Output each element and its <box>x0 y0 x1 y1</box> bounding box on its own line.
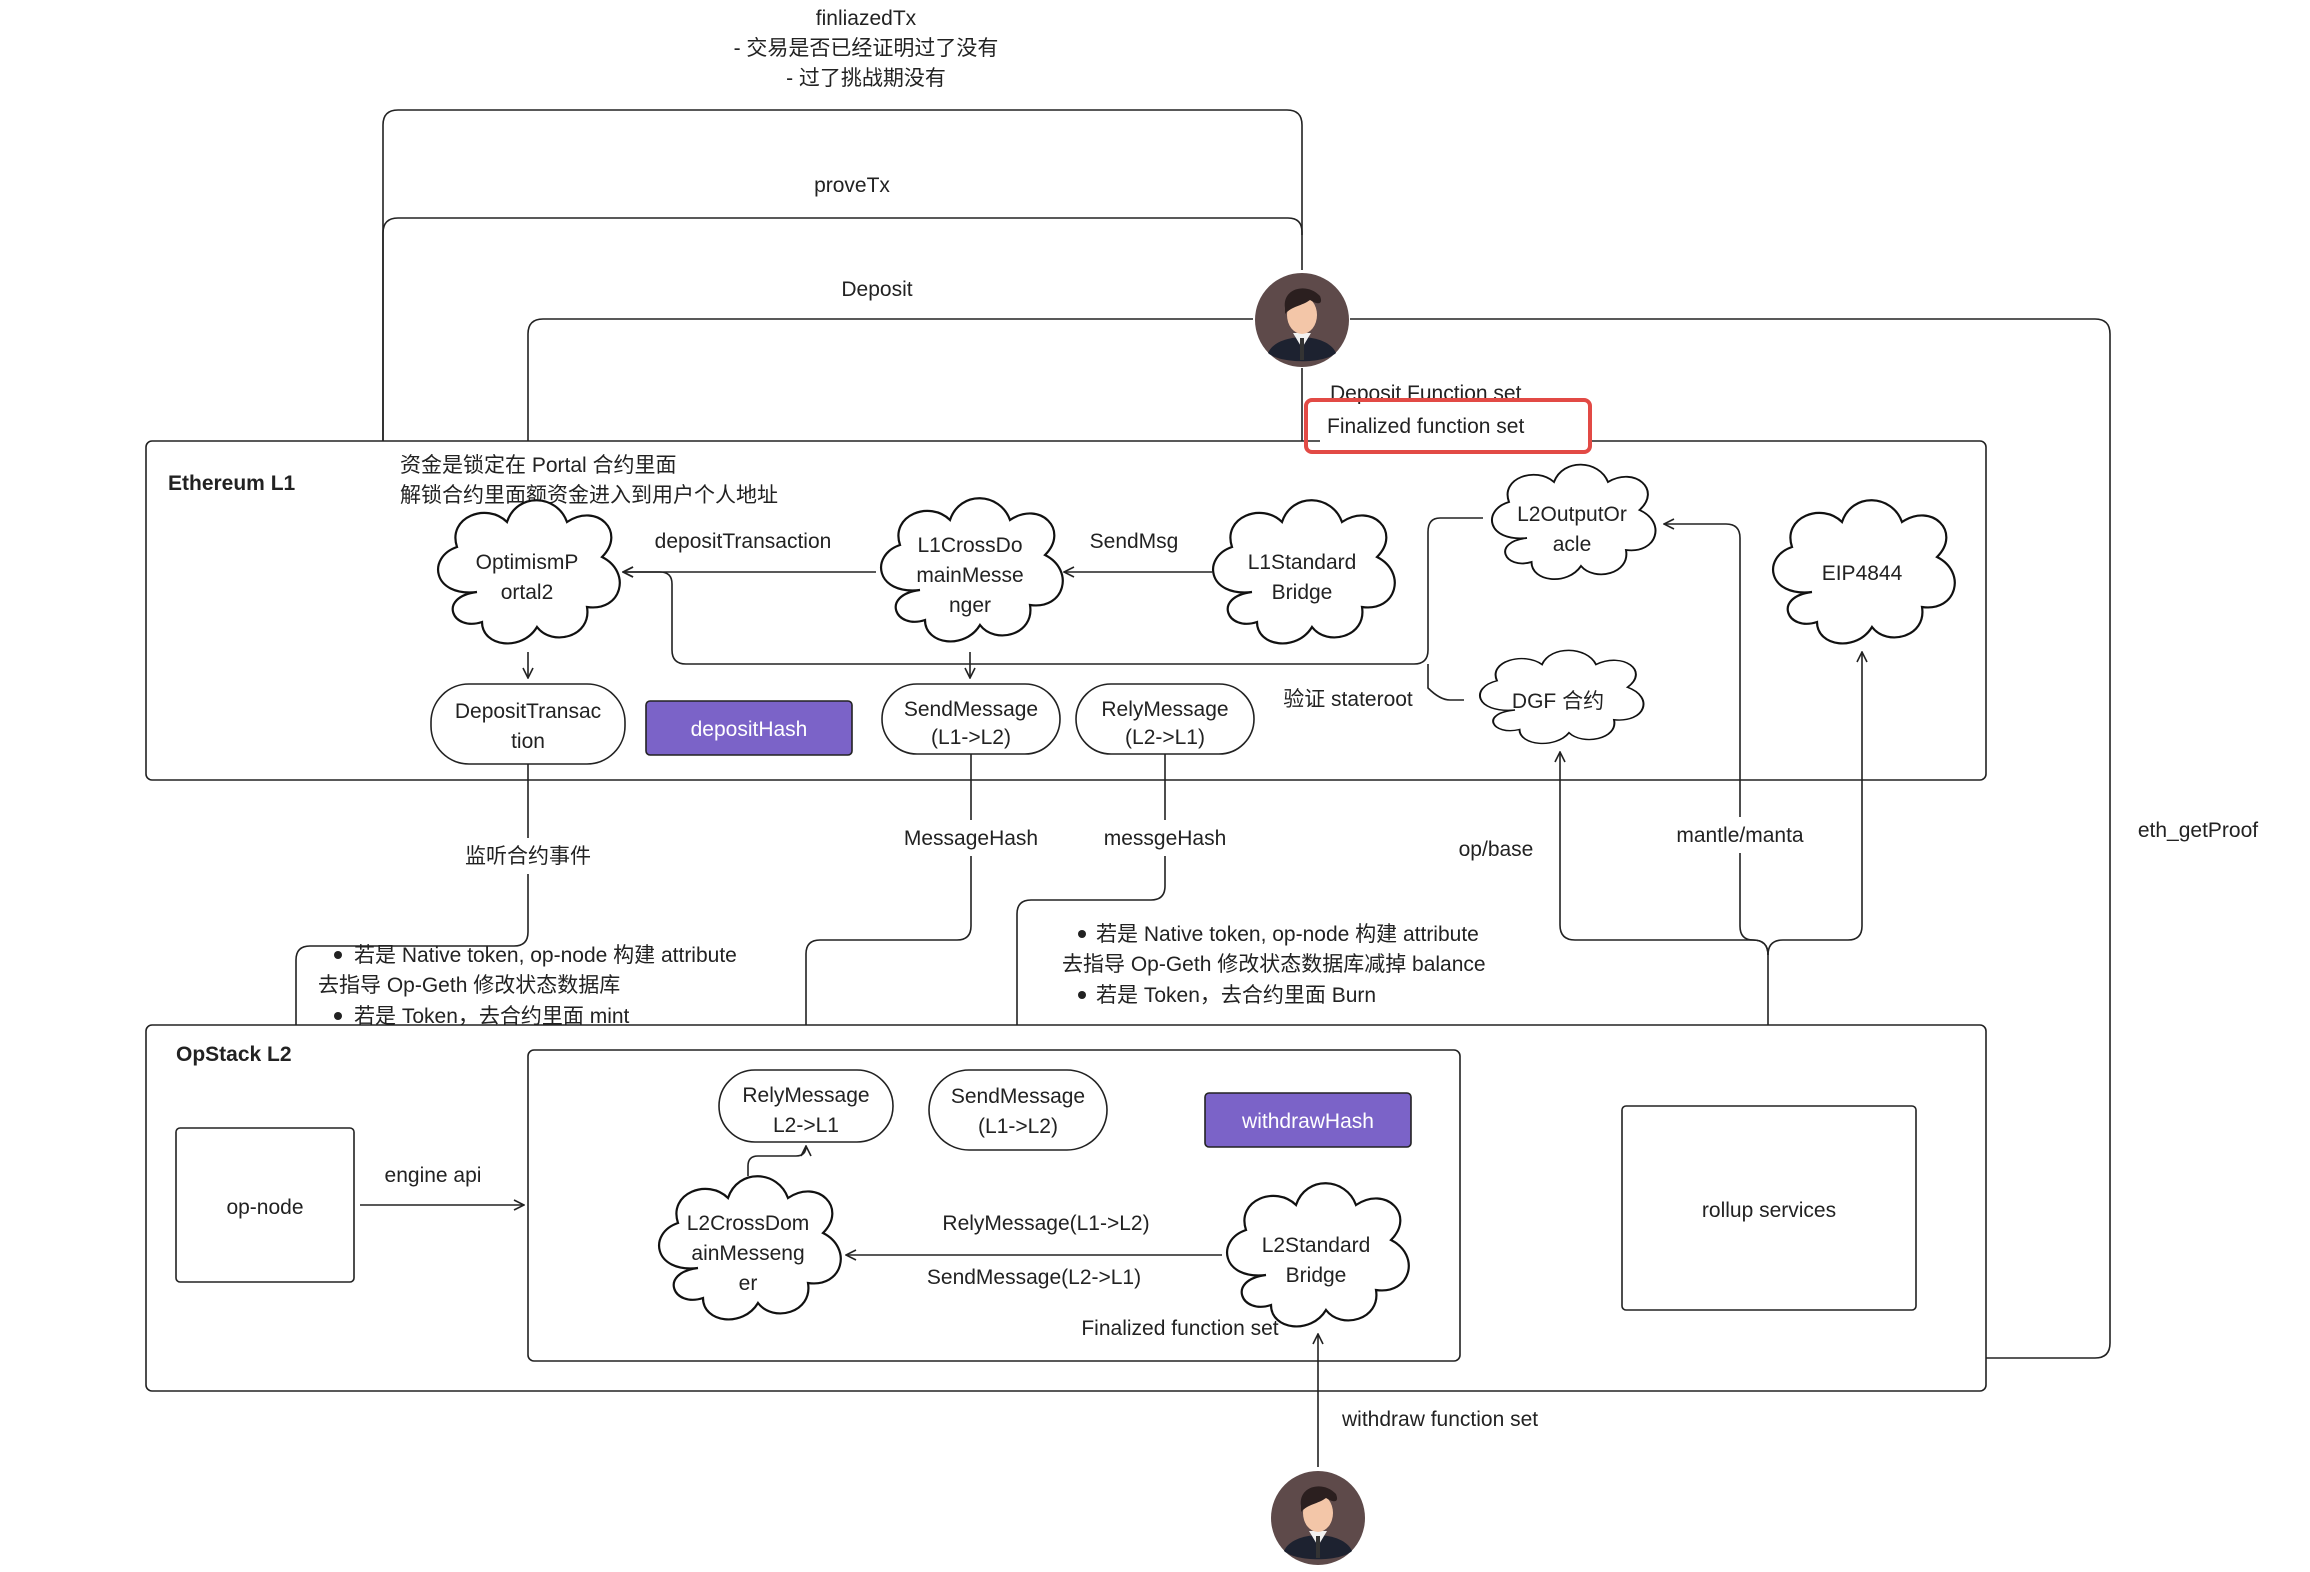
portal-note: 资金是锁定在 Portal 合约里面 解锁合约里面额资金进入到用户个人地址 <box>400 454 778 507</box>
deposit-label: Deposit <box>841 278 912 301</box>
finalized-label-bg <box>1320 404 1590 448</box>
message-hash-label: MessageHash <box>904 827 1038 850</box>
finalized-tx-title: finliazedTx <box>816 7 917 30</box>
send-l2-l1-label: SendMessage(L2->L1) <box>927 1266 1141 1289</box>
l1-messenger-label-2: mainMesse <box>916 564 1023 587</box>
portal-note-line1: 资金是锁定在 Portal 合约里面 <box>400 454 677 477</box>
opstack-l2-title: OpStack L2 <box>176 1043 292 1066</box>
verify-stateroot-label: 验证 stateroot <box>1283 688 1413 711</box>
deposit-hash-box[interactable]: depositHash <box>645 700 853 756</box>
l2-cross-domain-messenger-node[interactable]: L2CrossDom ainMesseng er <box>657 1175 842 1321</box>
deposit-transaction-box[interactable]: DepositTransac tion <box>430 683 626 765</box>
right-note-bullet1: 若是 Native token, op-node 构建 attribute <box>1096 923 1479 946</box>
withdraw-user-avatar-icon <box>1271 1471 1365 1565</box>
l2-messenger-label-2: ainMesseng <box>691 1242 804 1265</box>
left-note-line2: 去指导 Op-Geth 修改状态数据库 <box>318 974 620 997</box>
l2-relymessage-label-1: RelyMessage <box>742 1084 869 1107</box>
portal-label-2: ortal2 <box>501 581 554 604</box>
right-note-bullet2: 若是 Token，去合约里面 Burn <box>1096 984 1376 1007</box>
ethereum-l1-title: Ethereum L1 <box>168 472 296 495</box>
oracle-label-2: acle <box>1553 533 1592 556</box>
l1-messenger-label-3: nger <box>949 594 991 617</box>
eip-feed-line <box>1767 652 1862 956</box>
portal-note-line2: 解锁合约里面额资金进入到用户个人地址 <box>400 484 778 507</box>
op-node-box[interactable]: op-node <box>175 1127 355 1283</box>
withdraw-function-set-label: withdraw function set <box>1341 1408 1538 1431</box>
l1-sendmessage-label-1: SendMessage <box>904 698 1038 721</box>
l2-messenger-label-3: er <box>739 1272 758 1295</box>
right-note-line2: 去指导 Op-Geth 修改状态数据库减掉 balance <box>1062 953 1486 976</box>
l1-bridge-label-1: L1Standard <box>1248 551 1357 574</box>
messenger-to-rely-arrow <box>747 1146 806 1176</box>
messgehash-label-bg <box>1090 820 1240 856</box>
left-note-bullet2: 若是 Token，去合约里面 mint <box>354 1005 630 1028</box>
l1-standard-bridge-node[interactable]: L1Standard Bridge <box>1211 499 1396 645</box>
l1-cross-domain-messenger-node[interactable]: L1CrossDo mainMesse nger <box>879 497 1064 643</box>
msghash-label-bg <box>890 820 1052 856</box>
message-hash-line <box>806 754 972 1064</box>
l2-bridge-label-2: Bridge <box>1286 1264 1347 1287</box>
op-base-label: op/base <box>1459 838 1534 861</box>
engine-api-label: engine api <box>385 1164 482 1187</box>
rollup-services-label: rollup services <box>1702 1199 1836 1222</box>
l2-messenger-label-1: L2CrossDom <box>687 1212 810 1235</box>
left-note-bullet1: 若是 Native token, op-node 构建 attribute <box>354 944 737 967</box>
l2-sendmessage-label-2: (L1->L2) <box>978 1115 1058 1138</box>
deposittx-label-2: tion <box>511 730 545 753</box>
l2-relymessage-label-2: L2->L1 <box>773 1114 839 1137</box>
rely-l1-l2-label: RelyMessage(L1->L2) <box>942 1212 1149 1235</box>
right-note: 若是 Native token, op-node 构建 attribute 去指… <box>1062 923 1486 1007</box>
l1-send-message-box[interactable]: SendMessage (L1->L2) <box>881 683 1061 755</box>
finalized-tx-line2: - 过了挑战期没有 <box>786 67 946 90</box>
prove-tx-label: proveTx <box>814 174 890 197</box>
highlight-box <box>1304 398 1592 454</box>
withdraw-hash-box[interactable]: withdrawHash <box>1204 1092 1412 1148</box>
dgf-verify-line <box>1427 664 1464 701</box>
optimism-portal-node[interactable]: OptimismP ortal2 <box>436 499 621 645</box>
oracle-to-portal-line <box>623 517 1483 665</box>
l1-relymessage-label-1: RelyMessage <box>1101 698 1228 721</box>
dgf-label: DGF 合约 <box>1512 690 1604 713</box>
finalized-function-set-label: Finalized function set <box>1327 415 1524 438</box>
l2-sendmessage-label-1: SendMessage <box>951 1085 1085 1108</box>
l2-standard-bridge-node[interactable]: L2Standard Bridge <box>1225 1182 1410 1328</box>
l1-relymessage-label-2: (L2->L1) <box>1125 726 1205 749</box>
deposittx-label-1: DepositTransac <box>455 700 601 723</box>
prove-flow: proveTx <box>382 174 1303 500</box>
l2-send-message-box[interactable]: SendMessage (L1->L2) <box>928 1069 1108 1151</box>
mantle-label-bg <box>1660 817 1820 853</box>
listen-events-line <box>296 764 529 1126</box>
top-note: finliazedTx - 交易是否已经证明过了没有 - 过了挑战期没有 <box>734 7 999 90</box>
l1-rely-message-box[interactable]: RelyMessage (L2->L1) <box>1075 683 1255 755</box>
eth-getproof-label: eth_getProof <box>2138 819 2258 842</box>
eip-label: EIP4844 <box>1822 562 1903 585</box>
l2-rely-message-box[interactable]: RelyMessage L2->L1 <box>718 1069 894 1143</box>
eip4844-node[interactable]: EIP4844 <box>1771 499 1956 645</box>
portal-label-1: OptimismP <box>476 551 579 574</box>
messge-hash-label: messgeHash <box>1104 827 1227 850</box>
op-node-label: op-node <box>226 1196 303 1219</box>
finalized-tx-line1: - 交易是否已经证明过了没有 <box>734 37 999 60</box>
l1-messenger-label-1: L1CrossDo <box>917 534 1022 557</box>
mantle-manta-label: mantle/manta <box>1676 824 1804 847</box>
sendmsg-label: SendMsg <box>1090 530 1179 553</box>
deposit-flow: Deposit <box>527 278 1253 505</box>
oracle-feed-line <box>1664 524 1769 956</box>
deposit-hash-label: depositHash <box>691 718 808 741</box>
oracle-label-1: L2OutputOr <box>1517 503 1627 526</box>
messge-hash-line <box>1017 754 1166 1064</box>
listen-events-label: 监听合约事件 <box>465 845 591 868</box>
rollup-services-box[interactable]: rollup services <box>1621 1105 1917 1311</box>
l2-bridge-label-1: L2Standard <box>1262 1234 1371 1257</box>
listen-label-bg <box>455 838 605 874</box>
l1-sendmessage-label-2: (L1->L2) <box>931 726 1011 749</box>
l1-bridge-label-2: Bridge <box>1272 581 1333 604</box>
finalized-function-set-l2-label: Finalized function set <box>1081 1317 1278 1340</box>
left-note: 若是 Native token, op-node 构建 attribute 去指… <box>318 944 737 1028</box>
withdraw-hash-label: withdrawHash <box>1241 1110 1374 1133</box>
user-avatar-icon <box>1255 273 1349 367</box>
deposit-transaction-label: depositTransaction <box>655 530 832 553</box>
